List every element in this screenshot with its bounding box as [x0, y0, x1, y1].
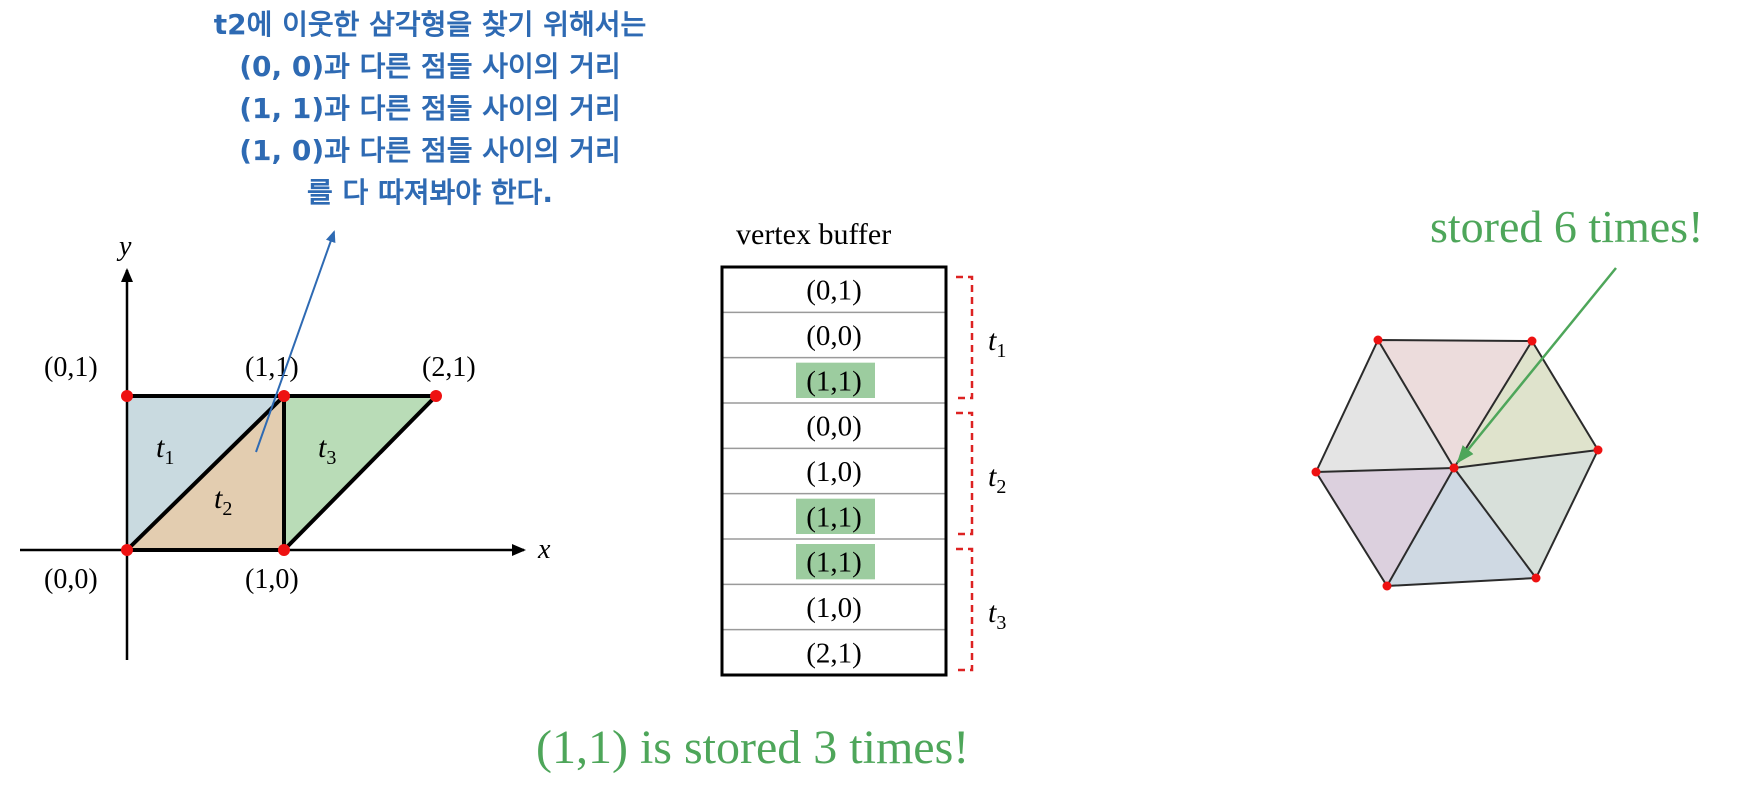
- vertex-1-1: [278, 390, 290, 402]
- triangle-label-t3: t3: [318, 431, 336, 469]
- buffer-row: (0,0): [806, 320, 862, 352]
- bracket-t3: [956, 547, 974, 672]
- bracket-t2: [956, 411, 974, 536]
- y-axis-label: y: [116, 231, 132, 262]
- highlight-box: [796, 544, 875, 580]
- highlight-box: [796, 498, 875, 534]
- hex-face: [1454, 450, 1598, 578]
- triangle-label-t2: t2: [214, 482, 232, 520]
- vertex-label: (2,1): [422, 352, 476, 383]
- buffer-row: (1,1): [806, 365, 862, 397]
- vertex-buffer: vertex buffer (0,1) (0,0) (1,1) (0,0) (1,0) (…: [720, 218, 1006, 677]
- note-line: t2에 이웃한 삼각형을 찾기 위해서는: [213, 8, 647, 41]
- vertex-0-0: [121, 544, 133, 556]
- vertex-label: (0,1): [44, 352, 98, 383]
- group-label-t3: t3: [988, 596, 1006, 634]
- vertex-label: (0,0): [44, 564, 98, 595]
- buffer-title: vertex buffer: [736, 218, 891, 251]
- buffer-row: (2,1): [806, 637, 862, 669]
- center-vertex: [1449, 463, 1459, 473]
- buffer-row: (1,1): [806, 547, 862, 579]
- buffer-row: (0,0): [806, 411, 862, 443]
- hex-face: [1387, 468, 1536, 586]
- buffer-frame: [720, 265, 948, 677]
- note-line: (1, 1)과 다른 점들 사이의 거리: [239, 92, 621, 125]
- hexagon-mesh: [1311, 267, 1617, 591]
- group-label-t1: t1: [988, 324, 1006, 362]
- note-line: (0, 0)과 다른 점들 사이의 거리: [239, 50, 621, 83]
- buffer-row: (1,1): [806, 501, 862, 533]
- highlight-box: [796, 362, 875, 398]
- buffer-row: (0,1): [806, 275, 862, 307]
- caption-stored-6-times: stored 6 times!: [1430, 201, 1704, 252]
- hex-face: [1378, 340, 1532, 468]
- group-label-t2: t2: [988, 460, 1006, 498]
- mesh-diagram: x y (0,1) (1,1) (2,1) (0,0) (1,0) t1: [20, 230, 551, 660]
- annotation-note: t2에 이웃한 삼각형을 찾기 위해서는 (0, 0)과 다른 점들 사이의 거…: [150, 4, 710, 214]
- buffer-row: (1,0): [806, 456, 862, 488]
- triangle-label-t1: t1: [156, 431, 174, 469]
- x-axis-label: x: [537, 534, 551, 565]
- vertex-0-1: [121, 390, 133, 402]
- vertex-1-0: [278, 544, 290, 556]
- vertex-2-1: [430, 390, 442, 402]
- buffer-row: (1,0): [806, 592, 862, 624]
- vertex-label: (1,0): [245, 564, 299, 595]
- hex-face: [1454, 341, 1598, 468]
- caption-stored-3-times: (1,1) is stored 3 times!: [536, 721, 970, 774]
- annotation-arrow: [255, 230, 336, 453]
- bracket-t1: [956, 275, 974, 400]
- note-line: 를 다 따져봐야 한다.: [307, 176, 553, 209]
- hex-face: [1316, 468, 1454, 586]
- note-line: (1, 0)과 다른 점들 사이의 거리: [239, 134, 621, 167]
- stored-arrow: [1456, 267, 1617, 464]
- hex-face: [1316, 340, 1454, 472]
